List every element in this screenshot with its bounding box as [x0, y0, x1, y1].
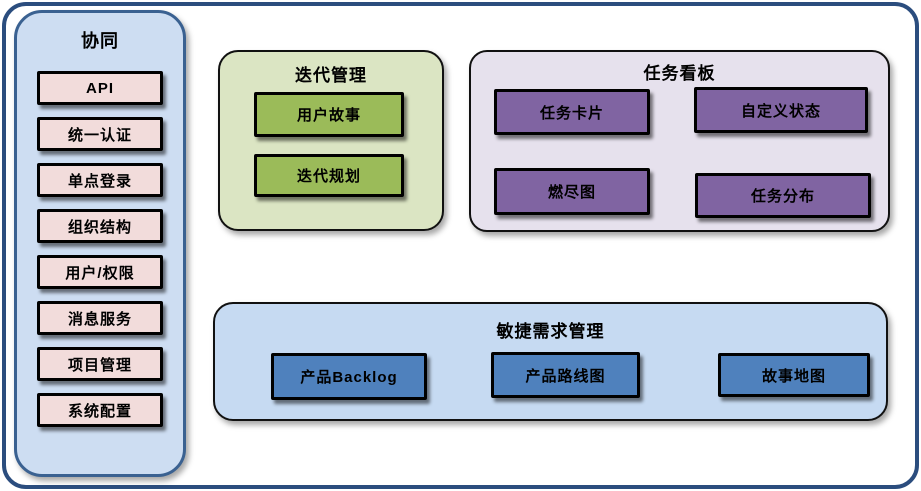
- sidebar-item-sso: 单点登录: [37, 163, 163, 197]
- item-product-roadmap: 产品路线图: [491, 352, 640, 398]
- item-burndown-chart: 燃尽图: [494, 168, 650, 215]
- item-task-card: 任务卡片: [494, 89, 650, 135]
- sidebar-item-unified-auth: 统一认证: [37, 117, 163, 151]
- item-task-distribution: 任务分布: [695, 173, 871, 218]
- item-custom-status: 自定义状态: [694, 87, 868, 133]
- sidebar-item-user-permissions: 用户/权限: [37, 255, 163, 289]
- item-user-story: 用户故事: [254, 92, 404, 137]
- item-iteration-planning: 迭代规划: [254, 154, 404, 197]
- panel-agile-requirements-title: 敏捷需求管理: [496, 322, 605, 341]
- item-product-backlog: 产品Backlog: [271, 353, 427, 400]
- sidebar-item-org-structure: 组织结构: [37, 209, 163, 243]
- panel-agile-requirements: 敏捷需求管理 产品Backlog 产品路线图 故事地图: [213, 302, 888, 421]
- item-story-map: 故事地图: [718, 353, 870, 397]
- sidebar-item-message-service: 消息服务: [37, 301, 163, 335]
- panel-collaboration: 协同 API 统一认证 单点登录 组织结构 用户/权限 消息服务 项目管理 系统…: [14, 10, 186, 477]
- panel-collaboration-title: 协同: [81, 31, 119, 51]
- sidebar-items: API 统一认证 单点登录 组织结构 用户/权限 消息服务 项目管理 系统配置: [37, 71, 163, 427]
- sidebar-item-api: API: [37, 71, 163, 105]
- panel-iteration-management-title: 迭代管理: [295, 66, 367, 85]
- sidebar-item-system-config: 系统配置: [37, 393, 163, 427]
- panel-iteration-management: 迭代管理 用户故事 迭代规划: [218, 50, 444, 231]
- sidebar-item-project-management: 项目管理: [37, 347, 163, 381]
- panel-task-board: 任务看板 任务卡片 自定义状态 燃尽图 任务分布: [469, 50, 890, 232]
- panel-task-board-title: 任务看板: [643, 64, 716, 83]
